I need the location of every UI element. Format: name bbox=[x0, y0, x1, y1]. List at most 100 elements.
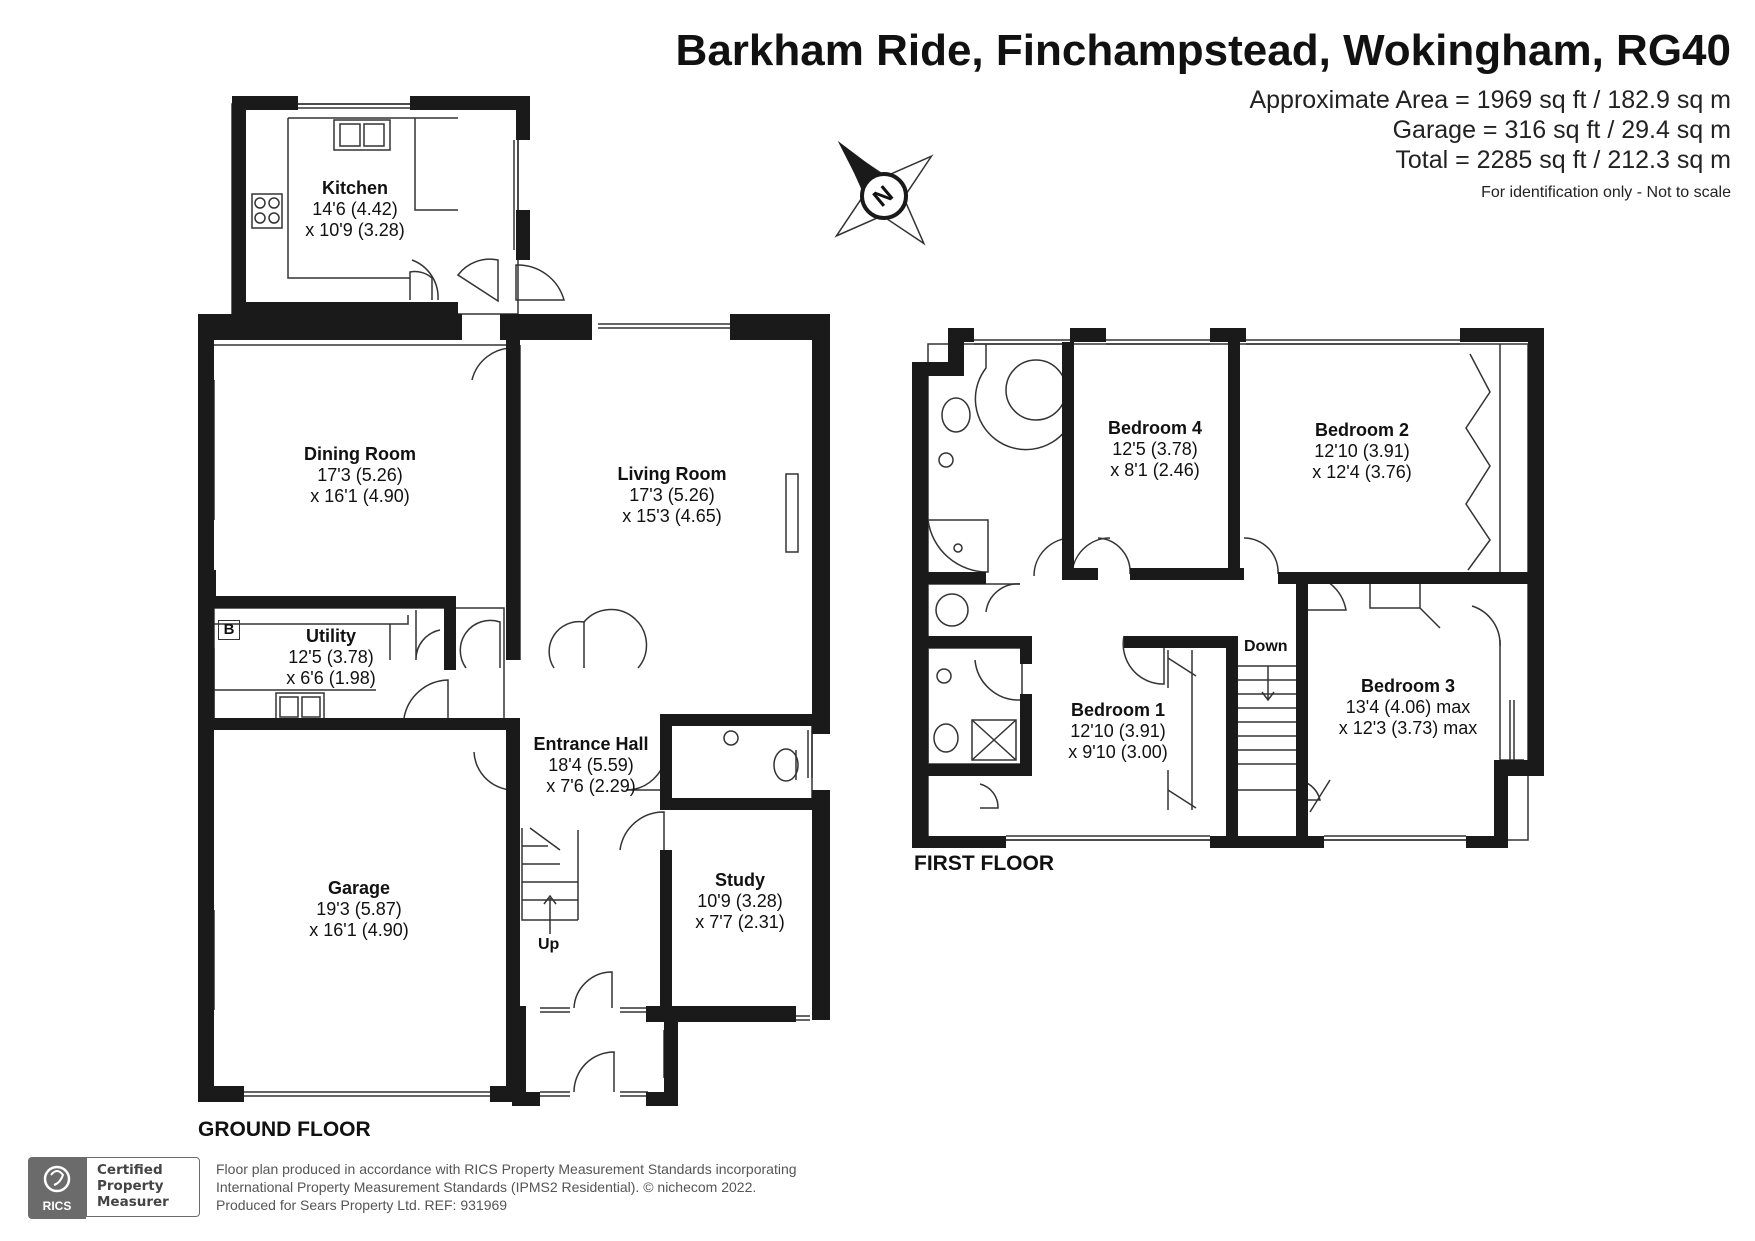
room-study: Study 10'9 (3.28) x 7'7 (2.31) bbox=[680, 870, 800, 933]
footer-line: International Property Measurement Stand… bbox=[216, 1179, 757, 1195]
ensuite-inner bbox=[927, 647, 1023, 765]
boiler-label: B bbox=[218, 620, 240, 640]
badge-line: Measurer bbox=[97, 1194, 169, 1210]
hob-icon bbox=[251, 193, 283, 229]
room-name: Bedroom 4 bbox=[1107, 418, 1203, 438]
room-garage: Garage 19'3 (5.87) x 16'1 (4.90) bbox=[294, 878, 424, 941]
room-name: Kitchen bbox=[321, 178, 388, 198]
page-title: Barkham Ride, Finchampstead, Wokingham, … bbox=[675, 26, 1731, 75]
room-dimension: 18'4 (5.59) bbox=[548, 755, 634, 775]
room-bedroom-4: Bedroom 4 12'5 (3.78) x 8'1 (2.46) bbox=[1090, 418, 1220, 481]
room-living: Living Room 17'3 (5.26) x 15'3 (4.65) bbox=[592, 464, 752, 527]
room-bedroom-1: Bedroom 1 12'10 (3.91) x 9'10 (3.00) bbox=[1048, 700, 1188, 763]
room-dimension: 19'3 (5.87) bbox=[316, 899, 402, 919]
bath-basin-icon bbox=[938, 452, 954, 468]
badge-line: Certified bbox=[97, 1162, 163, 1178]
room-name: Bedroom 3 bbox=[1360, 676, 1456, 696]
shower-icon bbox=[927, 519, 989, 573]
bath-toilet-icon bbox=[941, 397, 971, 433]
first-floor-label: FIRST FLOOR bbox=[914, 852, 1054, 875]
wc-inner bbox=[665, 721, 813, 803]
footer-line: Floor plan produced in accordance with R… bbox=[216, 1161, 797, 1177]
room-dimension: x 10'9 (3.28) bbox=[305, 220, 405, 240]
room-dimension: 17'3 (5.26) bbox=[629, 485, 715, 505]
room-dimension: x 9'10 (3.00) bbox=[1068, 742, 1168, 762]
certified-measurer-label: Certified Property Measurer bbox=[86, 1157, 200, 1217]
room-dimension: 12'10 (3.91) bbox=[1070, 721, 1166, 741]
room-entrance-hall: Entrance Hall 18'4 (5.59) x 7'6 (2.29) bbox=[526, 734, 656, 797]
room-dimension: x 15'3 (4.65) bbox=[622, 506, 722, 526]
room-utility: Utility 12'5 (3.78) x 6'6 (1.98) bbox=[266, 626, 396, 689]
room-dimension: x 12'3 (3.73) max bbox=[1338, 718, 1478, 738]
room-dimension: 12'5 (3.78) bbox=[288, 647, 374, 667]
kitchen-sink-icon bbox=[333, 119, 391, 151]
thick-walls bbox=[198, 96, 1544, 1106]
door-arc bbox=[548, 620, 585, 669]
room-dimension: 12'10 (3.91) bbox=[1314, 441, 1410, 461]
door-arc bbox=[1243, 537, 1279, 575]
ensuite-toilet-icon bbox=[933, 723, 959, 753]
approximate-area: Approximate Area = 1969 sq ft / 182.9 sq… bbox=[1249, 86, 1731, 114]
stairs-arrow bbox=[1261, 666, 1275, 702]
room-name: Living Room bbox=[617, 464, 727, 484]
ensuite-shower bbox=[971, 719, 1017, 761]
door-arc bbox=[1097, 537, 1131, 575]
room-dimension: 13'4 (4.06) max bbox=[1345, 697, 1471, 717]
door-arc bbox=[974, 659, 1021, 701]
room-dining: Dining Room 17'3 (5.26) x 16'1 (4.90) bbox=[280, 444, 440, 507]
rics-emblem-icon bbox=[43, 1165, 71, 1193]
stairs bbox=[521, 828, 579, 921]
room-dimension: x 7'7 (2.31) bbox=[695, 912, 785, 932]
door-arc bbox=[1122, 635, 1165, 685]
room-name: Utility bbox=[305, 626, 356, 646]
stairs-up-label: Up bbox=[538, 936, 560, 953]
door-arc bbox=[456, 258, 499, 303]
total-area: Total = 2285 sq ft / 212.3 sq m bbox=[1395, 146, 1731, 174]
garage-area: Garage = 316 sq ft / 29.4 sq m bbox=[1392, 116, 1731, 144]
room-dimension: 12'5 (3.78) bbox=[1112, 439, 1198, 459]
rics-badge: RICS Certified Property Measurer bbox=[28, 1157, 202, 1219]
room-name: Garage bbox=[327, 878, 391, 898]
door-arc bbox=[619, 811, 665, 851]
wc-toilet-icon bbox=[773, 748, 799, 782]
room-dimension: 17'3 (5.26) bbox=[317, 465, 403, 485]
room-bedroom-2: Bedroom 2 12'10 (3.91) x 12'4 (3.76) bbox=[1292, 420, 1432, 483]
disclaimer: For identification only - Not to scale bbox=[1481, 184, 1731, 201]
room-name: Bedroom 1 bbox=[1070, 700, 1166, 720]
bath-icon bbox=[1005, 359, 1067, 421]
rics-logo: RICS bbox=[28, 1157, 86, 1219]
door-arc bbox=[459, 619, 501, 669]
north-compass bbox=[834, 140, 934, 246]
room-dimension: x 8'1 (2.46) bbox=[1110, 460, 1200, 480]
footer-line: Produced for Sears Property Ltd. REF: 93… bbox=[216, 1197, 508, 1213]
room-dimension: x 12'4 (3.76) bbox=[1312, 462, 1412, 482]
room-kitchen: Kitchen 14'6 (4.42) x 10'9 (3.28) bbox=[290, 178, 420, 241]
stairs-down-label: Down bbox=[1244, 638, 1288, 655]
room-name: Entrance Hall bbox=[533, 734, 649, 754]
room-dimension: 14'6 (4.42) bbox=[312, 199, 398, 219]
room-dimension: x 16'1 (4.90) bbox=[309, 920, 409, 940]
ensuite-basin-icon bbox=[936, 668, 952, 684]
badge-line: Property bbox=[97, 1178, 164, 1194]
door-arc bbox=[573, 1051, 615, 1093]
kitchen-worktop bbox=[287, 117, 458, 279]
room-name: Dining Room bbox=[304, 444, 416, 464]
footer-note: Floor plan produced in accordance with R… bbox=[216, 1160, 797, 1214]
wardrobe-doors bbox=[1465, 353, 1491, 571]
room-dimension: x 6'6 (1.98) bbox=[286, 668, 376, 688]
rics-org-label: RICS bbox=[42, 1199, 72, 1213]
room-dimension: 10'9 (3.28) bbox=[697, 891, 783, 911]
room-dimension: x 7'6 (2.29) bbox=[546, 776, 636, 796]
room-name: Study bbox=[714, 870, 765, 890]
room-bedroom-3: Bedroom 3 13'4 (4.06) max x 12'3 (3.73) … bbox=[1318, 676, 1498, 739]
ground-floor-label: GROUND FLOOR bbox=[198, 1118, 371, 1141]
airing-cupboard-icon bbox=[935, 593, 969, 627]
door-arc bbox=[573, 971, 613, 1009]
room-dimension: x 16'1 (4.90) bbox=[310, 486, 410, 506]
door-arc bbox=[403, 679, 449, 719]
room-name: Bedroom 2 bbox=[1314, 420, 1410, 440]
door-arc bbox=[411, 259, 439, 301]
door-arc bbox=[515, 264, 565, 301]
stairs-arrow bbox=[543, 894, 557, 934]
